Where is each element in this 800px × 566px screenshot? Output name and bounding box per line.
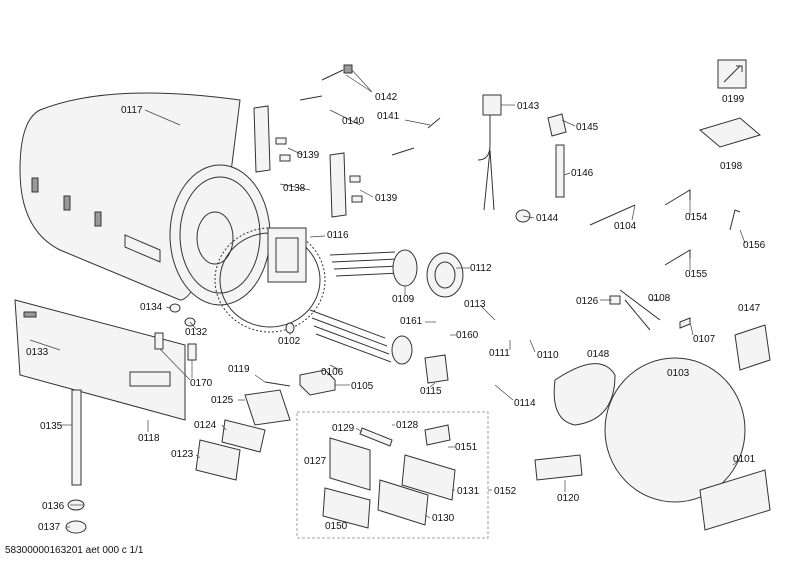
part-label-0113: 0113 [464, 299, 486, 310]
part-label-0139-upper: 0139 [297, 150, 320, 161]
screw-drawing [299, 64, 441, 156]
part-label-0144: 0144 [536, 213, 559, 224]
part-label-0104: 0104 [614, 221, 637, 232]
gasket-drawing [424, 252, 464, 384]
part-label-0136: 0136 [42, 501, 65, 512]
part-label-0156: 0156 [743, 240, 766, 251]
part-label-0139-lower: 0139 [375, 193, 398, 204]
part-label-0161: 0161 [400, 316, 423, 327]
part-label-0198: 0198 [720, 161, 743, 172]
part-label-0128: 0128 [396, 420, 419, 431]
part-label-0170: 0170 [190, 378, 213, 389]
part-label-0103: 0103 [667, 368, 690, 379]
part-label-0131: 0131 [457, 486, 480, 497]
part-label-0123: 0123 [171, 449, 194, 460]
service-icon-drawing [717, 59, 747, 89]
documentation-drawing [698, 117, 762, 148]
part-label-0147: 0147 [738, 303, 761, 314]
heating-element-drawing [309, 249, 418, 365]
part-label-0112: 0112 [470, 263, 492, 274]
part-label-0160: 0160 [456, 330, 479, 341]
leader-lines [29, 69, 746, 528]
part-label-0108: 0108 [648, 293, 671, 304]
tank-body-drawing [19, 92, 271, 306]
part-label-0102: 0102 [278, 336, 301, 347]
part-label-0148: 0148 [587, 349, 610, 360]
part-label-0151: 0151 [455, 442, 478, 453]
part-label-0114: 0114 [514, 398, 536, 409]
part-label-0109: 0109 [392, 294, 415, 305]
part-label-0105: 0105 [351, 381, 374, 392]
part-label-0115: 0115 [420, 386, 442, 397]
part-label-0106: 0106 [321, 367, 344, 378]
part-label-0126: 0126 [576, 296, 599, 307]
part-label-0119: 0119 [228, 364, 250, 375]
document-reference: 58300000163201 aet 000 c 1/1 [5, 545, 144, 556]
part-label-0150: 0150 [325, 521, 348, 532]
part-label-0199: 0199 [722, 94, 745, 105]
part-label-0141: 0141 [377, 111, 400, 122]
part-label-0134: 0134 [140, 302, 163, 313]
flange-ring-drawing [214, 227, 326, 333]
display-kit-drawing [322, 424, 456, 529]
part-label-0125: 0125 [211, 395, 234, 406]
part-label-0124: 0124 [194, 420, 217, 431]
part-label-0127: 0127 [304, 456, 327, 467]
control-module-drawing [195, 381, 291, 481]
part-label-0154: 0154 [685, 212, 708, 223]
remote-drawing [534, 454, 583, 481]
part-label-0146: 0146 [571, 168, 594, 179]
part-label-0133: 0133 [26, 347, 49, 358]
part-label-0110: 0110 [537, 350, 559, 361]
part-label-0145: 0145 [576, 122, 599, 133]
part-label-0132: 0132 [185, 327, 208, 338]
part-label-0107: 0107 [693, 334, 716, 345]
part-label-0138: 0138 [283, 183, 306, 194]
part-label-0152: 0152 [494, 486, 517, 497]
valve-drawing [515, 113, 636, 226]
control-board-drawing [734, 324, 771, 371]
front-panel-drawing [14, 299, 186, 421]
part-label-0137: 0137 [38, 522, 61, 533]
small-parts-drawing [154, 303, 295, 361]
part-label-0140: 0140 [342, 116, 365, 127]
part-label-0120: 0120 [557, 493, 580, 504]
part-label-0117: 0117 [121, 105, 143, 116]
part-label-0116: 0116 [327, 230, 349, 241]
thermostat-drawing [299, 369, 336, 396]
part-label-0155: 0155 [685, 269, 708, 280]
part-label-0130: 0130 [432, 513, 455, 524]
anode-drawing [65, 389, 87, 534]
part-label-0135: 0135 [40, 421, 63, 432]
bracket-drawing [253, 105, 363, 218]
part-label-0118: 0118 [138, 433, 160, 444]
part-label-0129: 0129 [332, 423, 355, 434]
cable-drawing [477, 94, 502, 211]
cover-drawing [553, 357, 771, 531]
part-label-0143: 0143 [517, 101, 540, 112]
sensor-drawing [664, 189, 741, 266]
part-label-0142: 0142 [375, 92, 398, 103]
part-label-0111: 0111 [489, 348, 510, 359]
part-label-0101: 0101 [733, 454, 756, 465]
wiring-drawing [609, 289, 691, 331]
